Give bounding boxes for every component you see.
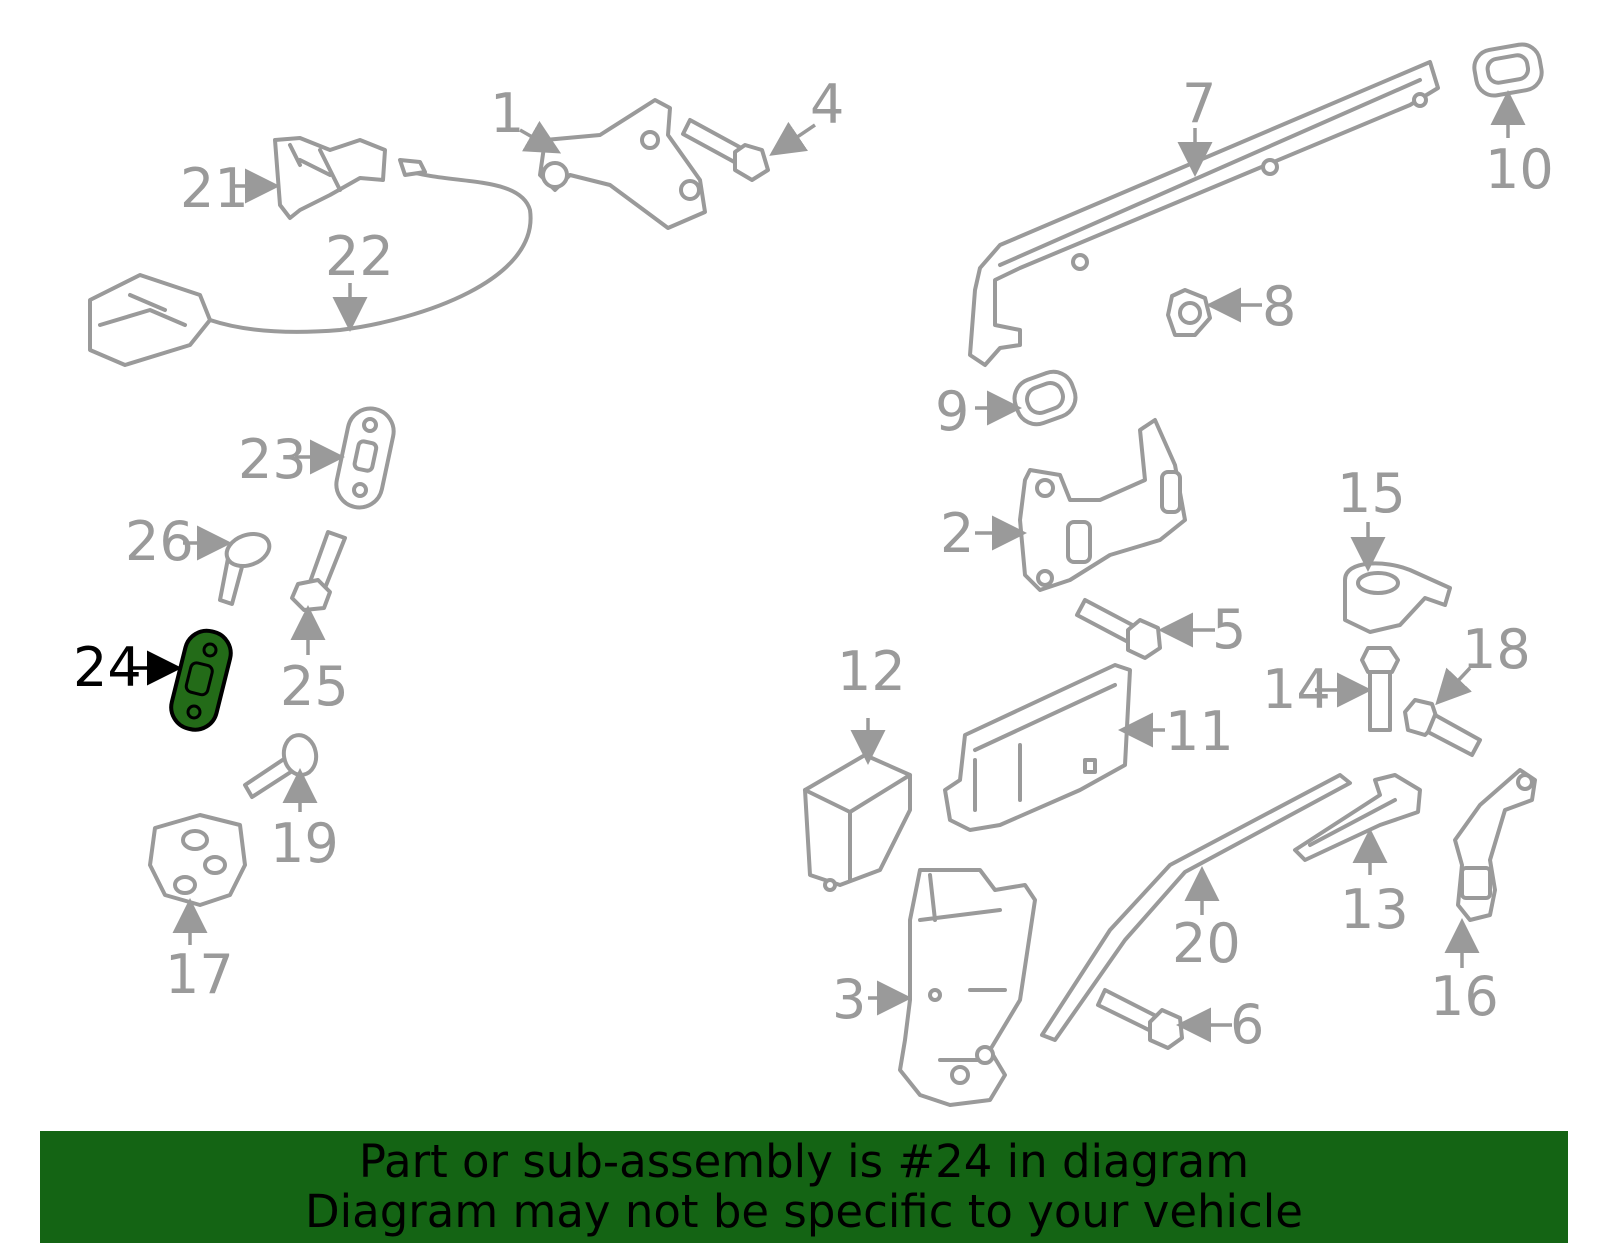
part-12-housing (803, 753, 912, 892)
part-9-grommet (1012, 369, 1078, 427)
part-5-bolt (1075, 598, 1162, 660)
part-26-screw (218, 532, 272, 606)
callout-12: 12 (837, 640, 906, 703)
callout-21: 21 (180, 157, 249, 220)
part-1-hinge-bracket (538, 98, 707, 230)
part-3-latch (898, 868, 1037, 1107)
callout-16: 16 (1430, 965, 1499, 1028)
part-11-module (943, 663, 1132, 832)
callout-14: 14 (1262, 658, 1331, 721)
part-16-check-link (1453, 768, 1537, 922)
leader-arrows (130, 90, 1526, 1043)
callout-20: 20 (1172, 912, 1241, 975)
callout-18: 18 (1462, 618, 1531, 681)
part-18-bolt (1403, 698, 1482, 757)
part-10-grommet (1472, 42, 1544, 98)
callout-25: 25 (280, 655, 349, 718)
callout-11: 11 (1165, 700, 1234, 763)
callout-8: 8 (1262, 275, 1296, 338)
part-25-bolt (290, 530, 347, 612)
callout-1: 1 (490, 82, 524, 145)
part-15-cap (1343, 561, 1452, 634)
callout-23: 23 (238, 428, 307, 491)
part-19-screw (243, 733, 319, 799)
part-23-plate (334, 406, 396, 510)
banner-line-1: Part or sub-assembly is #24 in diagram (358, 1135, 1250, 1188)
callout-6: 6 (1230, 993, 1264, 1056)
callout-22: 22 (325, 225, 394, 288)
part-4-bolt (681, 118, 770, 182)
callout-4: 4 (810, 73, 844, 136)
callout-24-highlighted: 24 (73, 636, 142, 699)
callout-13: 13 (1340, 878, 1409, 941)
callout-9: 9 (935, 380, 969, 443)
callout-10: 10 (1485, 138, 1554, 201)
callout-19: 19 (270, 812, 339, 875)
callout-labels: 1 2 3 4 5 6 7 8 9 10 11 12 13 14 15 16 1… (73, 72, 1554, 1056)
part-6-bolt (1096, 988, 1184, 1050)
part-20-strip (1040, 773, 1352, 1042)
part-14-bolt (1360, 646, 1400, 732)
part-24-plate-highlighted (169, 628, 233, 732)
banner-line-2: Diagram may not be specific to your vehi… (305, 1185, 1303, 1238)
callout-7: 7 (1182, 72, 1216, 135)
part-21-bracket (273, 136, 387, 220)
info-banner: Part or sub-assembly is #24 in diagram D… (40, 1131, 1568, 1243)
part-22-cable-actuator (88, 158, 533, 367)
callout-26: 26 (125, 510, 194, 573)
callout-2: 2 (940, 502, 974, 565)
callout-5: 5 (1212, 598, 1246, 661)
part-8-nut (1166, 288, 1212, 337)
part-2-hinge (1018, 418, 1187, 592)
part-17-striker (148, 813, 247, 907)
callout-17: 17 (165, 943, 234, 1006)
callout-15: 15 (1337, 462, 1406, 525)
callout-3: 3 (832, 968, 866, 1031)
part-13-guide (1293, 773, 1422, 862)
